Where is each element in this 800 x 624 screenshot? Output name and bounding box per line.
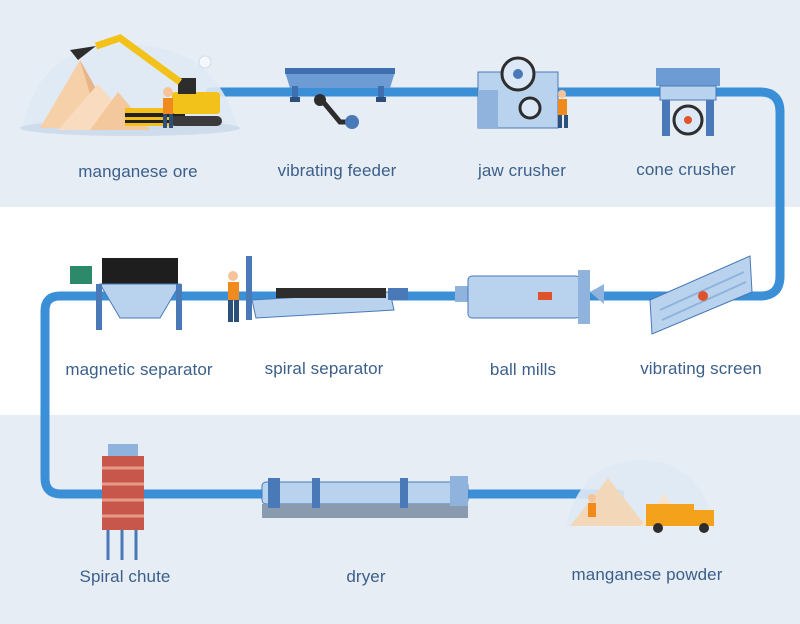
- label-manganese-ore: manganese ore: [78, 162, 198, 181]
- label-spiral-separator: spiral separator: [264, 359, 384, 378]
- label-manganese-powder: manganese powder: [571, 565, 723, 584]
- label-jaw-crusher: jaw crusher: [477, 161, 567, 180]
- spiral-separator-illustration: [228, 256, 408, 322]
- ball-mill-illustration: [455, 270, 604, 324]
- dryer-illustration: [261, 476, 469, 518]
- vibrating-screen-illustration: [649, 255, 753, 335]
- magnetic-separator-illustration: [70, 258, 182, 330]
- label-vibrating-screen: vibrating screen: [640, 359, 762, 378]
- jaw-crusher-illustration: [477, 56, 568, 129]
- label-cone-crusher: cone crusher: [636, 160, 736, 179]
- label-magnetic-separator: magnetic separator: [65, 360, 213, 379]
- manganese-powder-illustration: [566, 460, 714, 533]
- label-ball-mills: ball mills: [489, 360, 557, 379]
- flow-pipe: [40, 87, 785, 499]
- spiral-chute-illustration: [102, 444, 144, 560]
- label-dryer: dryer: [346, 567, 386, 586]
- label-spiral-chute: Spiral chute: [79, 567, 171, 586]
- vibrating-feeder-illustration: [285, 68, 395, 129]
- label-vibrating-feeder: vibrating feeder: [277, 161, 397, 180]
- cone-crusher-illustration: [656, 68, 720, 136]
- manganese-ore-illustration: [20, 34, 240, 136]
